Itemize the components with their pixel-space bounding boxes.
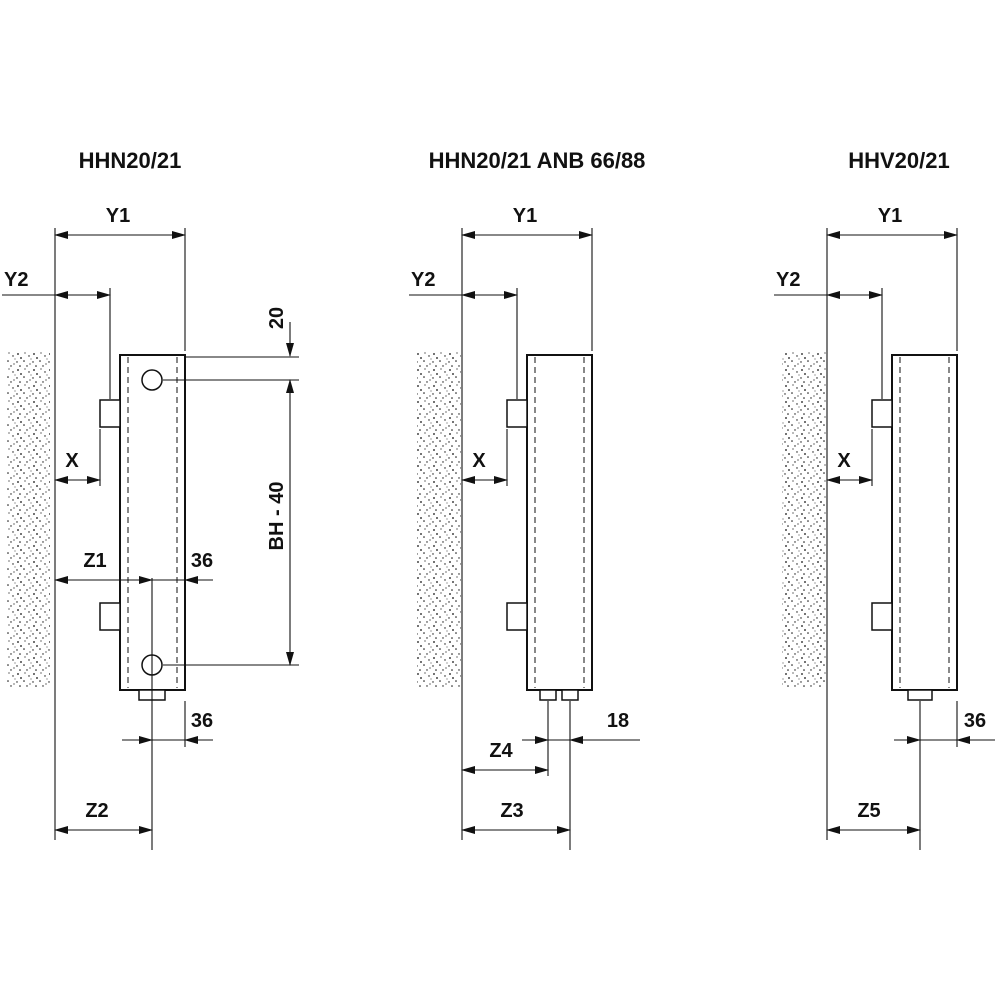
wall-bracket-bottom	[871, 602, 893, 631]
dim-18: 18	[522, 710, 640, 744]
diagram-hhn2021: HHN20/21 Y1 Y2 X	[2, 148, 299, 850]
dim-y1: Y1	[461, 205, 593, 351]
diagram-title: HHV20/21	[848, 148, 950, 173]
dim-label-36-side: 36	[191, 550, 213, 572]
dim-label-z2: Z2	[85, 800, 108, 822]
diagram-hhn2021-anb: HHN20/21 ANB 66/88 Y1 Y2 X	[409, 148, 645, 850]
dim-label-y1: Y1	[878, 205, 902, 227]
wall-bracket-top	[506, 399, 528, 428]
dim-z5: Z5	[826, 800, 921, 834]
dim-label-z1: Z1	[83, 550, 106, 572]
dim-y1: Y1	[826, 205, 958, 351]
dim-label-z3: Z3	[500, 800, 523, 822]
dim-y1: Y1	[54, 205, 186, 351]
dim-label-y1: Y1	[106, 205, 130, 227]
dim-label-x: X	[472, 450, 486, 472]
bottom-connection-right	[561, 689, 579, 701]
diagram-title: HHN20/21 ANB 66/88	[429, 148, 646, 173]
dim-y2: Y2	[774, 269, 883, 399]
dim-label-x: X	[837, 450, 851, 472]
dim-x: X	[826, 429, 873, 486]
dim-36-bottom: 36	[122, 701, 213, 747]
diagram-title: HHN20/21	[79, 148, 182, 173]
dim-z2: Z2	[54, 800, 153, 834]
bottom-connection	[907, 689, 933, 701]
dim-label-y2: Y2	[411, 269, 435, 291]
diagram-hhv2021: HHV20/21 Y1 Y2 X	[774, 148, 995, 850]
dim-label-18: 18	[607, 710, 629, 732]
dim-label-20: 20	[266, 307, 288, 329]
dim-36-bottom: 36	[894, 701, 995, 747]
wall-texture	[6, 352, 50, 688]
dim-label-z4: Z4	[489, 740, 513, 762]
top-tapping	[141, 369, 163, 391]
dim-label-z5: Z5	[857, 800, 880, 822]
dim-y2: Y2	[2, 269, 111, 399]
dim-label-y1: Y1	[513, 205, 537, 227]
dim-z1-36: Z1 36	[54, 550, 213, 850]
wall-bracket-top	[871, 399, 893, 428]
dim-z3: Z3	[461, 800, 571, 834]
dim-label-y2: Y2	[776, 269, 800, 291]
wall-bracket-bottom	[506, 602, 528, 631]
wall-texture	[782, 352, 826, 688]
bottom-connection-left	[539, 689, 557, 701]
dim-20-bh40: 20 BH - 40	[163, 307, 299, 666]
dim-x: X	[54, 429, 101, 486]
dim-label-bh40: BH - 40	[266, 482, 288, 551]
dim-label-y2: Y2	[4, 269, 28, 291]
wall-bracket-top	[99, 399, 121, 428]
radiator-body	[526, 354, 593, 691]
wall-texture	[417, 352, 461, 688]
dim-label-36-bottom: 36	[191, 710, 213, 732]
dim-z4: Z4	[461, 740, 549, 774]
dim-label-x: X	[65, 450, 79, 472]
dim-y2: Y2	[409, 269, 518, 399]
wall-bracket-bottom	[99, 602, 121, 631]
dim-x: X	[461, 429, 508, 486]
dim-label-36-bottom: 36	[964, 710, 986, 732]
